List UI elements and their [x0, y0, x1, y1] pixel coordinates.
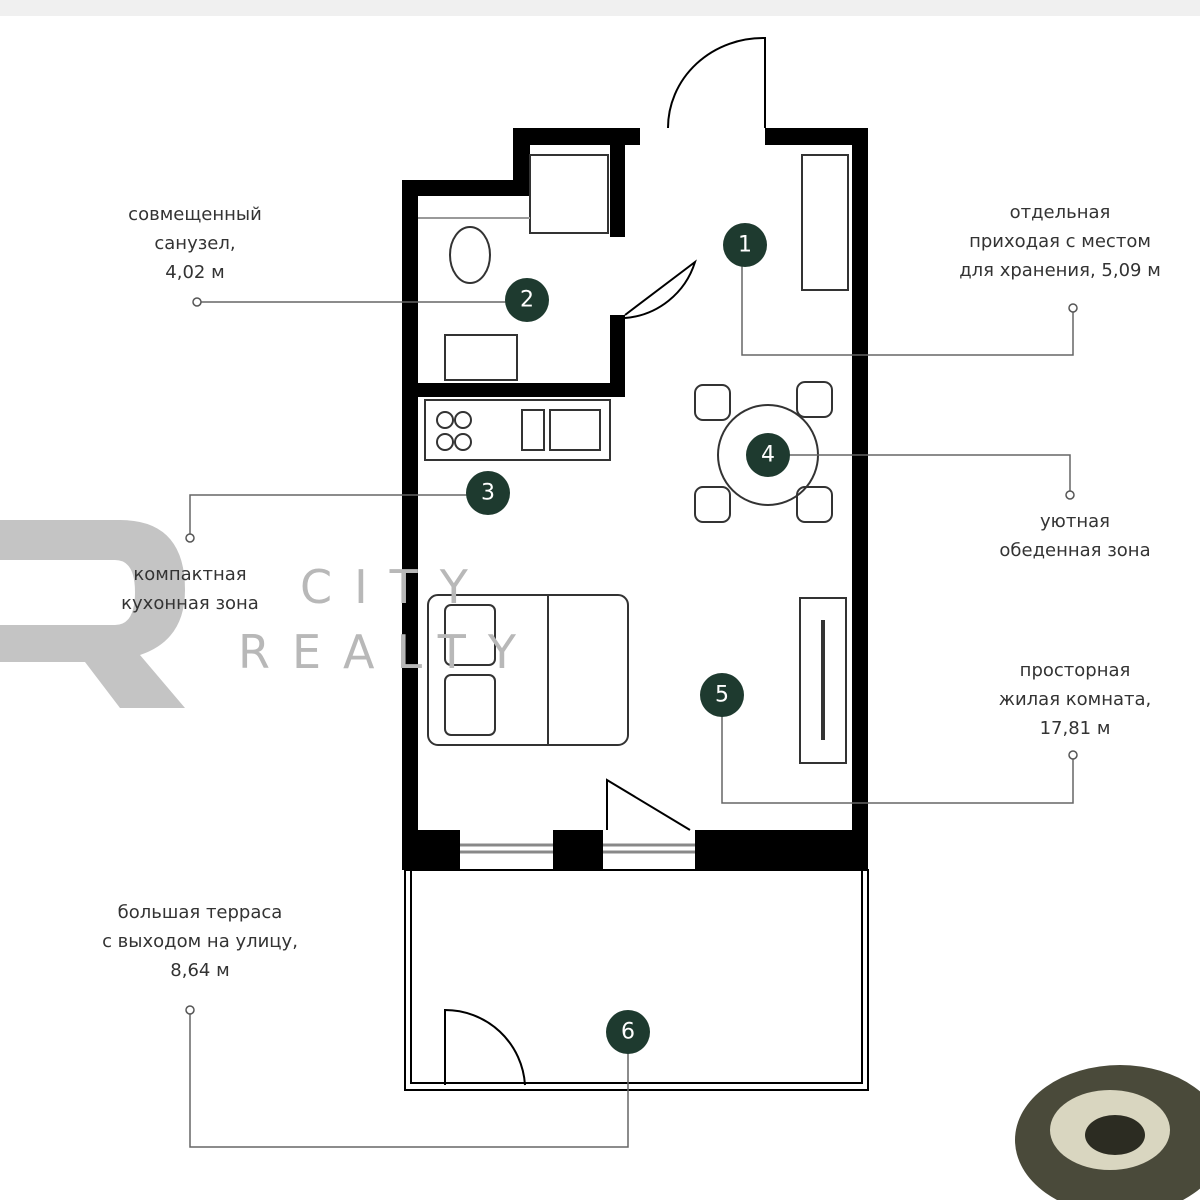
label-line: компактная	[133, 564, 247, 585]
marker-number: 1	[738, 233, 752, 258]
label-bathroom: совмещенный санузел, 4,02 м	[95, 200, 295, 287]
leader-dots	[185, 297, 1078, 1015]
marker-6	[606, 1010, 650, 1054]
label-line: 8,64 м	[170, 960, 230, 981]
label-line: кухонная зона	[121, 593, 259, 614]
fixtures	[418, 154, 849, 764]
label-terrace: большая терраса с выходом на улицу, 8,64…	[70, 898, 330, 985]
watermark-realty: REALTY	[238, 625, 538, 679]
label-hallway: отдельная приходая с местом для хранения…	[925, 198, 1195, 285]
top-bar	[0, 0, 1200, 16]
bath-sink	[444, 334, 518, 381]
label-line: отдельная	[1009, 202, 1111, 223]
marker-4	[746, 433, 790, 477]
markers	[466, 223, 790, 1054]
windows	[460, 843, 695, 854]
label-line: санузел,	[154, 233, 236, 254]
label-line: приходая с местом	[969, 231, 1151, 252]
label-line: обеденная зона	[999, 540, 1151, 561]
label-line: просторная	[1019, 660, 1131, 681]
label-kitchen: компактная кухонная зона	[95, 560, 285, 618]
leader-lines	[189, 245, 1074, 1148]
walls	[402, 128, 868, 870]
marker-number: 2	[520, 288, 534, 313]
marker-number: 6	[621, 1020, 635, 1045]
watermark-logo	[0, 520, 185, 708]
label-living: просторная жилая комната, 17,81 м	[960, 656, 1190, 743]
watermark-city: CITY	[300, 560, 490, 614]
wardrobe	[801, 154, 849, 291]
kitchen-counter	[424, 399, 611, 461]
toilet	[449, 226, 491, 284]
tv-stand	[799, 597, 847, 764]
decorative-ornament	[1015, 1065, 1200, 1200]
terrace-outline	[404, 869, 869, 1091]
label-line: большая терраса	[117, 902, 283, 923]
label-line: 17,81 м	[1039, 718, 1111, 739]
marker-number: 5	[715, 683, 729, 708]
marker-1	[723, 223, 767, 267]
label-line: для хранения, 5,09 м	[959, 260, 1161, 281]
doors	[444, 36, 766, 1086]
shower	[529, 154, 609, 234]
marker-number: 4	[761, 443, 775, 468]
marker-numbers: 1 2 3 4 5 6	[481, 233, 775, 1045]
label-line: с выходом на улицу,	[102, 931, 298, 952]
label-line: уютная	[1040, 511, 1110, 532]
label-line: 4,02 м	[165, 262, 225, 283]
marker-5	[700, 673, 744, 717]
label-line: жилая комната,	[998, 689, 1152, 710]
label-dining: уютная обеденная зона	[990, 507, 1160, 565]
marker-3	[466, 471, 510, 515]
marker-2	[505, 278, 549, 322]
bed	[427, 594, 629, 746]
marker-number: 3	[481, 481, 495, 506]
label-line: совмещенный	[128, 204, 262, 225]
